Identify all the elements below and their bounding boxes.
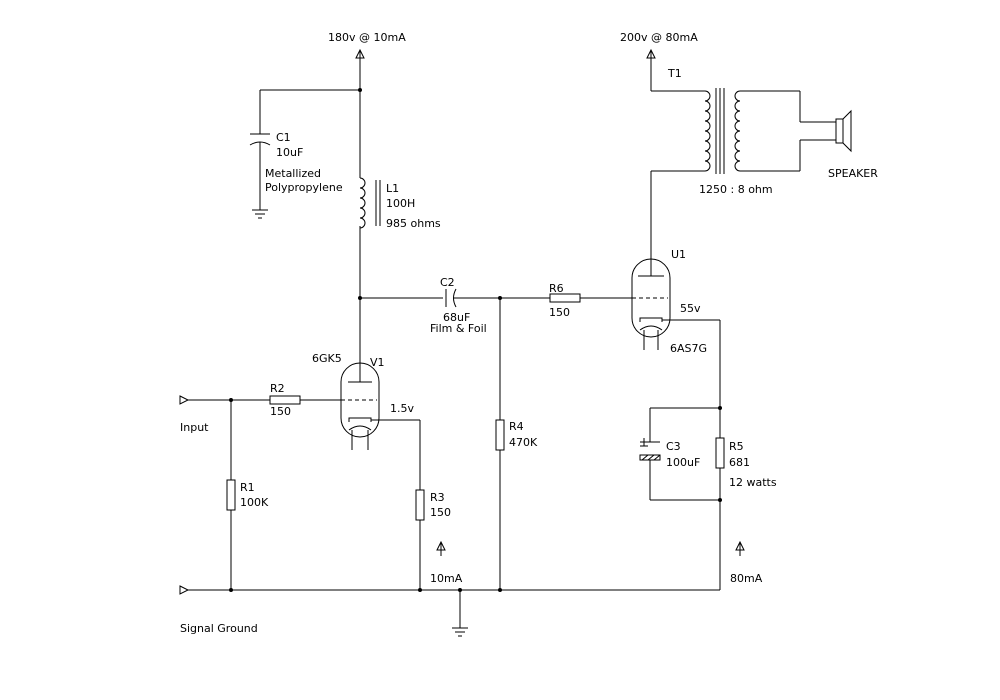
speaker-label: SPEAKER xyxy=(828,167,878,180)
r5-value: 681 xyxy=(729,456,750,469)
c1-note2: Polypropylene xyxy=(265,181,343,194)
supply-180v-label: 180v @ 10mA xyxy=(328,31,406,44)
r6-ref: R6 xyxy=(549,282,564,295)
current-arrow-left: 10mA xyxy=(430,540,463,585)
v1-tube: 6GK5 V1 1.5v xyxy=(312,352,420,450)
r1-ref: R1 xyxy=(240,481,255,494)
r5-note: 12 watts xyxy=(729,476,777,489)
v1-voltage: 1.5v xyxy=(390,402,414,415)
c1-note1: Metallized xyxy=(265,167,321,180)
current-arrow-right: 80mA xyxy=(730,540,763,585)
u1-tube: U1 55v 6AS7G xyxy=(631,248,720,355)
c1-capacitor: C1 10uF Metallized Polypropylene xyxy=(249,89,360,219)
r5-ref: R5 xyxy=(729,440,744,453)
r4-ref: R4 xyxy=(509,420,524,433)
c1-value: 10uF xyxy=(276,146,303,159)
r2-value: 150 xyxy=(270,405,291,418)
c3-ref: C3 xyxy=(666,440,681,453)
r3-resistor: R3 150 xyxy=(415,420,451,590)
c2-value: 68uF xyxy=(443,311,470,324)
r6-resistor: R6 150 xyxy=(500,282,632,319)
r2-ref: R2 xyxy=(270,382,285,395)
l1-note: 985 ohms xyxy=(386,217,441,230)
r6-value: 150 xyxy=(549,306,570,319)
r1-value: 100K xyxy=(240,496,269,509)
c3-value: 100uF xyxy=(666,456,700,469)
r5-resistor: R5 681 12 watts xyxy=(715,408,777,500)
c3-capacitor: C3 100uF xyxy=(639,438,700,500)
l1-inductor: L1 100H 985 ohms xyxy=(359,90,441,298)
c1-ref: C1 xyxy=(276,131,291,144)
r4-value: 470K xyxy=(509,436,538,449)
current-left-label: 10mA xyxy=(430,572,463,585)
l1-value: 100H xyxy=(386,197,415,210)
ground-label: Signal Ground xyxy=(180,622,258,635)
ground-bus: Signal Ground xyxy=(179,585,720,637)
current-right-label: 80mA xyxy=(730,572,763,585)
input-port: Input xyxy=(179,395,270,434)
r1-resistor: R1 100K xyxy=(226,400,269,590)
l1-ref: L1 xyxy=(386,182,399,195)
r3-ref: R3 xyxy=(430,491,445,504)
r4-resistor: R4 470K xyxy=(495,298,538,590)
t1-transformer: T1 1250 : 8 ohm xyxy=(651,67,836,196)
v1-type: 6GK5 xyxy=(312,352,342,365)
u1-type: 6AS7G xyxy=(670,342,707,355)
t1-ratio: 1250 : 8 ohm xyxy=(699,183,773,196)
input-label: Input xyxy=(180,421,209,434)
t1-ref: T1 xyxy=(667,67,682,80)
c2-capacitor: C2 68uF Film & Foil xyxy=(430,276,500,335)
supply-200v: 200v @ 80mA xyxy=(620,31,698,91)
c2-ref: C2 xyxy=(440,276,455,289)
v1-ref: V1 xyxy=(370,356,385,369)
speaker-icon: SPEAKER xyxy=(828,109,878,180)
c2-note: Film & Foil xyxy=(430,322,487,335)
supply-180v: 180v @ 10mA xyxy=(328,31,406,90)
u1-voltage: 55v xyxy=(680,302,701,315)
r3-value: 150 xyxy=(430,506,451,519)
supply-200v-label: 200v @ 80mA xyxy=(620,31,698,44)
u1-ref: U1 xyxy=(671,248,686,261)
r2-resistor: R2 150 xyxy=(269,382,341,418)
